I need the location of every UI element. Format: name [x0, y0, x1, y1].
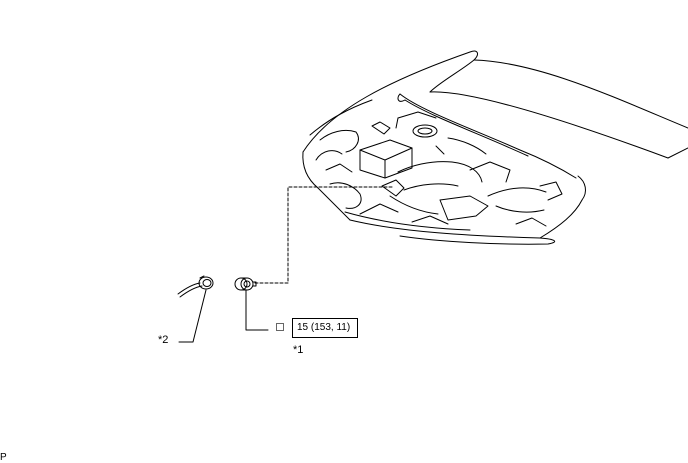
location-leader: [254, 186, 395, 284]
tightening-torque-icon: [276, 323, 284, 331]
callout-leaders: [178, 289, 269, 343]
front-edge: [344, 175, 586, 245]
engine-components: [315, 93, 577, 227]
torque-specification-box: 15 (153, 11): [292, 318, 358, 338]
callout-label-part-2: *2: [158, 334, 169, 346]
sensor-part-1: [234, 277, 257, 291]
connector-part-2: [177, 275, 214, 298]
callout-label-part-1: *1: [293, 344, 304, 356]
page-marker: P: [0, 452, 7, 463]
hood-outline: [302, 50, 688, 221]
